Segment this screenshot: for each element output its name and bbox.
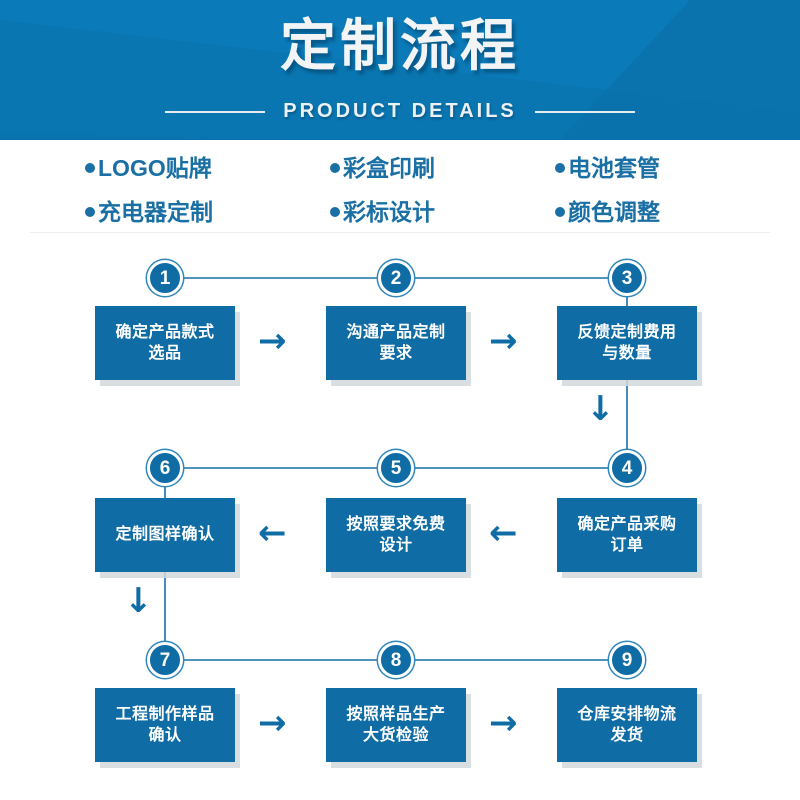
feature-label: LOGO贴牌 <box>98 154 212 181</box>
bullet-dot-icon <box>85 207 95 217</box>
page-title: 定制流程 <box>280 14 520 77</box>
step-badge-6[interactable]: 6 <box>147 450 183 486</box>
step-number: 4 <box>621 457 633 479</box>
step-label: 按照要求免费 设计 <box>346 515 446 554</box>
step-badge-3[interactable]: 3 <box>609 260 645 296</box>
step-box-8[interactable]: 按照样品生产 大货检验 <box>326 688 466 762</box>
step-label: 工程制作样品 确认 <box>115 705 215 744</box>
step-badge-5[interactable]: 5 <box>378 450 414 486</box>
arrow-left-icon-4-5: ← <box>489 513 518 553</box>
feature-label: 颜色调整 <box>568 198 660 225</box>
arrow-right-icon-2-3: → <box>489 321 518 361</box>
bullet-dot-icon <box>330 207 340 217</box>
step-number: 5 <box>390 457 402 479</box>
feature-item-label-design: 彩标设计 <box>330 198 555 225</box>
arrow-right-icon-8-9: → <box>489 703 518 743</box>
step-badge-7[interactable]: 7 <box>147 642 183 678</box>
bullet-dot-icon <box>555 207 565 217</box>
step-badge-8[interactable]: 8 <box>378 642 414 678</box>
step-number: 9 <box>621 649 633 671</box>
bullet-dot-icon <box>85 163 95 173</box>
step-label: 定制图样确认 <box>115 526 215 544</box>
step-box-5[interactable]: 按照要求免费 设计 <box>326 498 466 572</box>
feature-label: 充电器定制 <box>98 198 213 225</box>
step-number: 3 <box>621 267 633 289</box>
step-number: 6 <box>159 457 171 479</box>
feature-label: 彩标设计 <box>343 198 435 225</box>
feature-item-battery-sleeve: 电池套管 <box>555 154 725 181</box>
step-number: 2 <box>390 267 402 289</box>
arrow-down-icon-6-7: ↓ <box>124 581 153 621</box>
feature-item-charger-custom: 充电器定制 <box>85 198 330 225</box>
feature-bullets-section: LOGO贴牌 彩盒印刷 电池套管 充电器定制 彩标设计 颜色调整 <box>0 140 800 232</box>
step-number: 8 <box>390 649 402 671</box>
header-banner: 定制流程 PRODUCT DETAILS <box>0 0 800 140</box>
step-badge-4[interactable]: 4 <box>609 450 645 486</box>
step-box-9[interactable]: 仓库安排物流 发货 <box>557 688 697 762</box>
step-box-7[interactable]: 工程制作样品 确认 <box>95 688 235 762</box>
step-label: 反馈定制费用 与数量 <box>577 323 677 362</box>
step-box-3[interactable]: 反馈定制费用 与数量 <box>557 306 697 380</box>
step-label: 确定产品款式 选品 <box>115 323 215 362</box>
feature-label: 彩盒印刷 <box>343 154 435 181</box>
arrow-right-icon-7-8: → <box>258 703 287 743</box>
step-number: 1 <box>159 267 171 289</box>
feature-item-colorbox: 彩盒印刷 <box>330 154 555 181</box>
step-box-4[interactable]: 确定产品采购 订单 <box>557 498 697 572</box>
step-box-1[interactable]: 确定产品款式 选品 <box>95 306 235 380</box>
arrow-down-icon-3-4: ↓ <box>586 389 615 429</box>
arrow-right-icon-1-2: → <box>258 321 287 361</box>
feature-item-logo: LOGO贴牌 <box>85 154 330 181</box>
step-badge-2[interactable]: 2 <box>378 260 414 296</box>
feature-label: 电池套管 <box>568 154 660 181</box>
arrow-left-icon-5-6: ← <box>258 513 287 553</box>
banner-background-shapes <box>0 0 800 140</box>
section-divider <box>30 232 770 233</box>
step-label: 沟通产品定制 要求 <box>346 323 446 362</box>
step-label: 按照样品生产 大货检验 <box>346 705 446 744</box>
step-label: 确定产品采购 订单 <box>577 515 677 554</box>
page-subtitle: PRODUCT DETAILS <box>283 100 517 122</box>
bullet-dot-icon <box>555 163 565 173</box>
subtitle-rule-left <box>165 110 266 113</box>
feature-grid: LOGO贴牌 彩盒印刷 电池套管 充电器定制 彩标设计 颜色调整 <box>85 146 725 234</box>
subtitle-rule-right <box>534 110 635 113</box>
step-badge-9[interactable]: 9 <box>609 642 645 678</box>
step-label: 仓库安排物流 发货 <box>577 705 677 744</box>
step-box-6[interactable]: 定制图样确认 <box>95 498 235 572</box>
step-badge-1[interactable]: 1 <box>147 260 183 296</box>
step-box-2[interactable]: 沟通产品定制 要求 <box>326 306 466 380</box>
feature-item-color-adjust: 颜色调整 <box>555 198 725 225</box>
step-number: 7 <box>159 649 171 671</box>
bullet-dot-icon <box>330 163 340 173</box>
flowchart: 1 2 3 确定产品款式 选品 沟通产品定制 要求 反馈定制费用 与数量 → →… <box>0 232 800 800</box>
banner-subtitle-row: PRODUCT DETAILS <box>0 100 800 123</box>
